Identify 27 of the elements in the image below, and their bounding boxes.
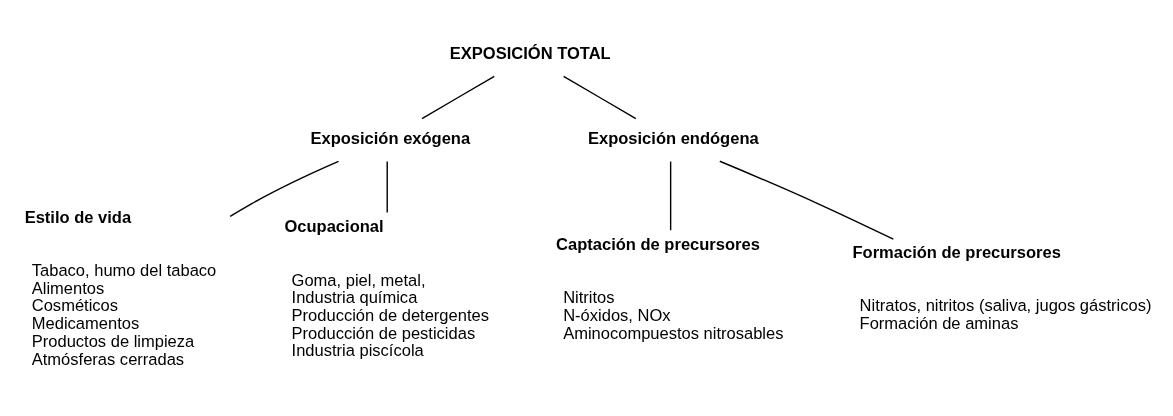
node-label: Producción de detergentes xyxy=(291,305,489,325)
node-label: Atmósferas cerradas xyxy=(31,349,185,369)
node-label: Cosméticos xyxy=(31,295,119,315)
node-text: EXPOSICIÓN TOTAL xyxy=(449,43,611,63)
node-text: Exposición endógena xyxy=(587,128,759,148)
connector xyxy=(719,160,895,240)
connector xyxy=(229,160,340,217)
node-text: Captación de precursores xyxy=(556,234,760,254)
connector xyxy=(669,160,672,231)
connector xyxy=(386,160,388,213)
node-text: Exposición exógena xyxy=(310,128,471,148)
node-label: Medicamentos xyxy=(31,313,140,333)
node-label: Productos de limpieza xyxy=(31,331,195,351)
node-label: Aminocompuestos nitrosables xyxy=(563,323,784,343)
node-label: Producción de pesticidas xyxy=(291,323,476,343)
node-label: N-óxidos, NOx xyxy=(563,305,671,325)
node-label: Nitratos, nitritos (saliva, jugos gástricos) xyxy=(859,295,1152,315)
node-text: Formación de precursores xyxy=(852,242,1061,262)
node-text: Estilo de vida xyxy=(24,207,132,227)
node-label: Alimentos xyxy=(31,278,105,298)
connector xyxy=(562,75,637,119)
node-text: Ocupacional xyxy=(284,216,384,236)
node-label: Formación de aminas xyxy=(859,313,1019,333)
node-label: Goma, piel, metal, xyxy=(291,270,426,289)
node-label: Tabaco, humo del tabaco xyxy=(31,260,217,280)
connector xyxy=(421,75,495,119)
node-label: Nitritos xyxy=(563,287,615,307)
